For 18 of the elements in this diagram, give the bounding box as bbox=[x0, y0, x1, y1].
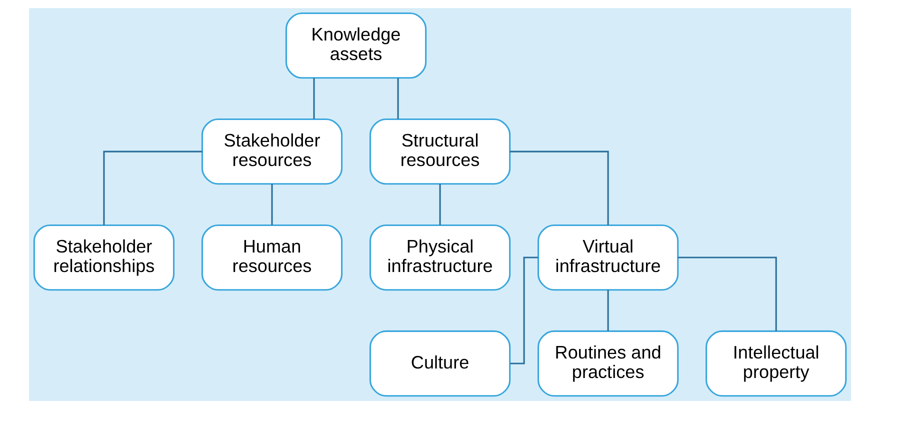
node-box: Knowledge assets bbox=[284, 12, 426, 79]
node-box: Culture bbox=[368, 330, 510, 397]
node-box: Structural resources bbox=[368, 118, 510, 185]
connector bbox=[438, 184, 440, 225]
node-box: Human resources bbox=[200, 224, 342, 291]
node-box: Routines and practices bbox=[537, 330, 678, 397]
node-box: Virtual infrastructure bbox=[537, 224, 678, 291]
node-box: Intellectual property bbox=[705, 330, 846, 397]
node-box: Stakeholder relationships bbox=[32, 224, 174, 291]
connector bbox=[312, 78, 314, 119]
connector bbox=[102, 150, 202, 226]
connector bbox=[606, 290, 608, 331]
connector bbox=[677, 256, 776, 332]
connector bbox=[270, 184, 272, 225]
connector bbox=[396, 78, 398, 119]
node-box: Stakeholder resources bbox=[200, 118, 342, 185]
node-box: Physical infrastructure bbox=[368, 224, 510, 291]
connector bbox=[509, 150, 608, 226]
